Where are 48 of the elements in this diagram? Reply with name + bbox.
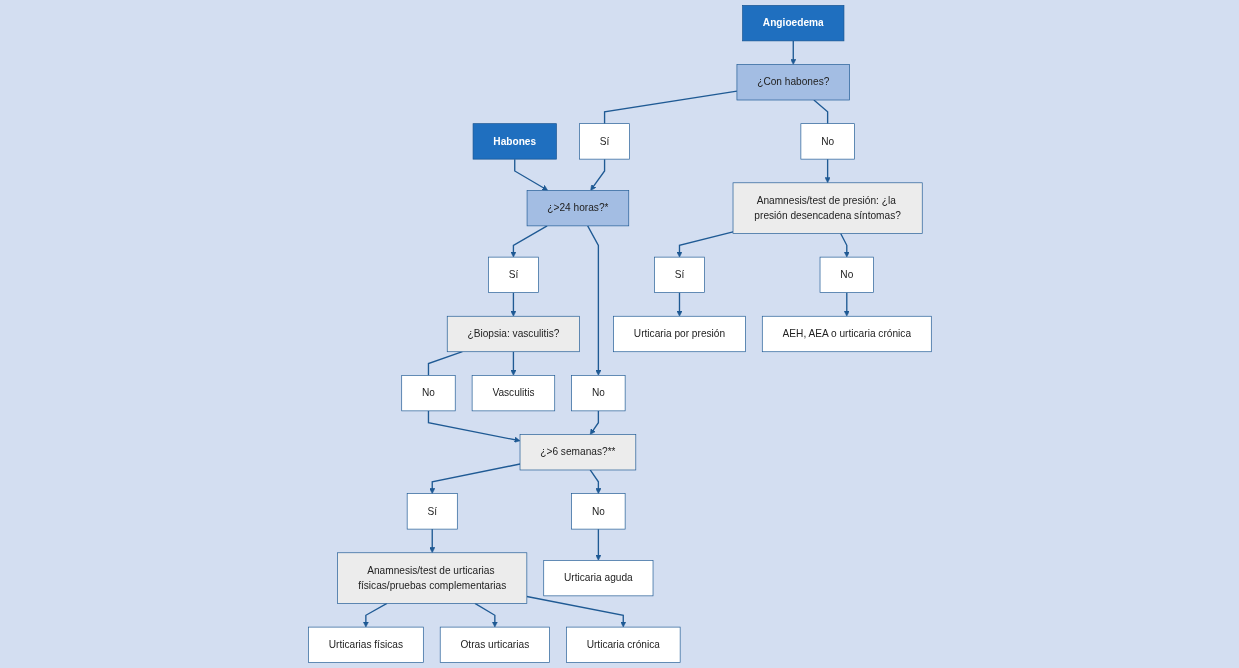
arrow — [586, 225, 601, 376]
arrow — [510, 225, 548, 258]
arrow — [473, 602, 498, 628]
arrow — [510, 291, 517, 317]
node-box: Sí — [406, 493, 458, 530]
node-box: Anamnesis/test de presión: ¿la presión desencadena síntomas? — [732, 182, 923, 234]
arrow — [362, 602, 388, 628]
node-box: Sí — [487, 256, 539, 293]
arrow — [839, 232, 850, 258]
node-box: ¿Con habones? — [736, 64, 850, 101]
node-box: Urticaria aguda — [543, 560, 653, 597]
arrow — [427, 410, 520, 443]
node-box: Vasculitis — [471, 375, 555, 412]
arrow — [589, 410, 599, 435]
node-box: Urticarias físicas — [307, 626, 424, 663]
arrow — [590, 158, 605, 191]
node-box: Urticaria por presión — [612, 315, 746, 353]
arrow — [589, 469, 601, 494]
node-box: No — [570, 493, 626, 530]
node-box: No — [570, 375, 626, 412]
node-box: Sí — [653, 256, 705, 293]
arrow — [595, 528, 601, 561]
node-box: Otras urticarias — [439, 626, 550, 663]
arrow — [513, 158, 548, 191]
node-box: ¿Biopsia: vasculitis? — [446, 315, 580, 353]
connector — [812, 99, 828, 125]
arrow — [789, 40, 796, 65]
node-box: ¿>24 horas?* — [526, 190, 629, 227]
node-box: Habones — [472, 123, 557, 160]
node-box: AEH, AEA o urticaria crónica — [761, 315, 932, 353]
arrow — [676, 231, 734, 258]
node-box: No — [800, 123, 855, 160]
arrow — [525, 595, 626, 628]
node-box: No — [401, 375, 456, 412]
arrow — [428, 528, 435, 554]
connector — [603, 90, 738, 125]
node-box: Urticaria crónica — [565, 626, 681, 663]
node-box: Anamnesis/test de urticarias físicas/pruebas complementarias — [336, 552, 527, 604]
arrow — [428, 463, 521, 494]
node-box: ¿>6 semanas?** — [519, 434, 636, 471]
arrow — [510, 351, 517, 376]
arrow — [824, 158, 831, 184]
arrow — [843, 291, 850, 317]
arrow — [676, 291, 683, 317]
connector — [427, 351, 463, 377]
node-box: Angioedema — [741, 5, 844, 42]
node-box: Sí — [578, 123, 630, 160]
node-box: No — [819, 256, 874, 293]
